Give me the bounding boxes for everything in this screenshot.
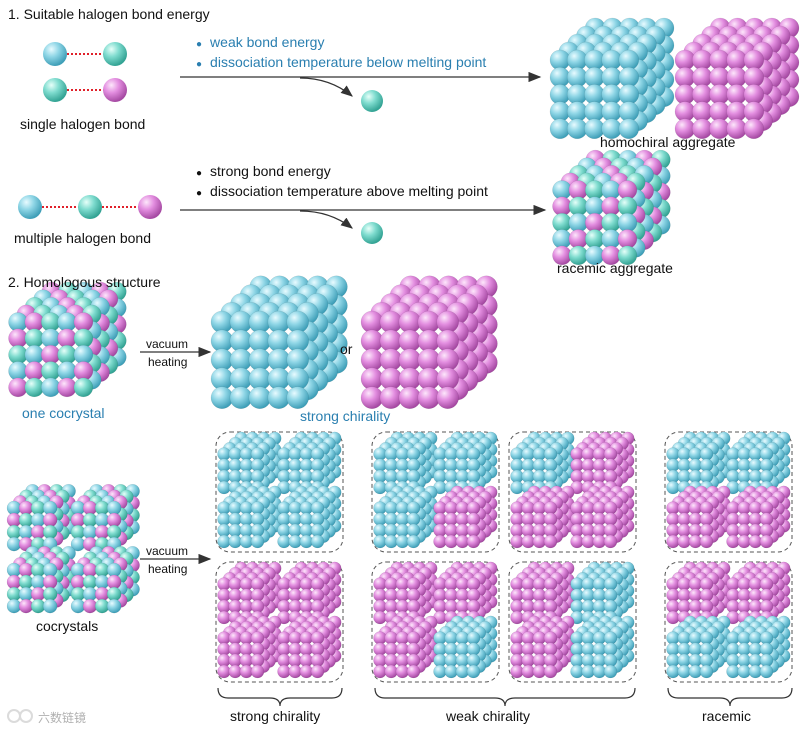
cube-strong-chirality-magenta xyxy=(360,275,498,409)
heating-label-top: heating xyxy=(148,355,188,369)
or-label: or xyxy=(340,341,353,357)
group-6-cube-2 xyxy=(666,485,731,549)
bullet-row2-2: ●dissociation temperature above melting … xyxy=(196,183,488,199)
group-label-strong-chirality: strong chirality xyxy=(230,708,321,724)
sphere-cubes xyxy=(6,17,800,679)
group-0-cube-3 xyxy=(277,485,342,549)
homochiral-aggregate-label: homochiral aggregate xyxy=(600,134,736,150)
vacuum-label-top: vacuum xyxy=(146,337,189,351)
group-5-cube-2 xyxy=(510,615,575,679)
section2-heading: 2. Homologous structure xyxy=(8,274,161,290)
cube-racemic xyxy=(552,149,671,266)
cube-strong-chirality-cyan xyxy=(210,275,348,409)
arrow-row1 xyxy=(180,71,542,112)
cocrystals-label: cocrystals xyxy=(36,618,99,634)
group-6-cube-0 xyxy=(666,431,731,495)
cube-homochiral-magenta xyxy=(674,17,800,140)
group-7-cube-3 xyxy=(726,615,791,679)
group-7-cube-1 xyxy=(726,561,791,625)
watermark-text: 六数链镜 xyxy=(38,711,87,725)
group-1-cube-1 xyxy=(277,561,342,625)
strong-chirality-top-label: strong chirality xyxy=(300,408,391,424)
group-5-cube-1 xyxy=(570,561,635,625)
group-boxes xyxy=(215,431,793,683)
one-cocrystal-label: one cocrystal xyxy=(22,405,105,421)
cube-homochiral-cyan xyxy=(549,17,675,140)
group-4-cube-3 xyxy=(570,485,635,549)
group-4-cube-1 xyxy=(570,431,635,495)
group-5-cube-0 xyxy=(510,561,575,625)
multiple-halogen-bond-label: multiple halogen bond xyxy=(14,230,151,246)
group-3-cube-2 xyxy=(373,615,438,679)
group-7-cube-0 xyxy=(666,561,731,625)
vacuum-label-bottom: vacuum xyxy=(146,544,189,558)
multiple-halogen-bond-diagram xyxy=(18,195,162,219)
group-6-cube-1 xyxy=(726,431,791,495)
cube-cocrystal-1 xyxy=(70,483,140,552)
watermark-logo-icon xyxy=(7,709,33,723)
section1-heading: 1. Suitable halogen bond energy xyxy=(8,6,210,22)
group-3-cube-1 xyxy=(433,561,498,625)
heating-label-bottom: heating xyxy=(148,562,188,576)
group-0-cube-1 xyxy=(277,431,342,495)
group-2-cube-3 xyxy=(433,485,498,549)
group-1-cube-3 xyxy=(277,615,342,679)
group-5-cube-3 xyxy=(570,615,635,679)
group-3-cube-0 xyxy=(373,561,438,625)
cube-cocrystal-2 xyxy=(6,545,76,614)
arrow-row2 xyxy=(180,204,547,244)
group-1-cube-2 xyxy=(217,615,282,679)
single-halogen-bond-label: single halogen bond xyxy=(20,116,146,132)
racemic-aggregate-label: racemic aggregate xyxy=(557,260,673,276)
cube-cocrystal-3 xyxy=(70,545,140,614)
group-2-cube-0 xyxy=(373,431,438,495)
group-4-cube-2 xyxy=(510,485,575,549)
bullet-row2-1: ●strong bond energy xyxy=(196,163,331,179)
group-1-cube-0 xyxy=(217,561,282,625)
group-2-cube-1 xyxy=(433,431,498,495)
single-halogen-bond-diagram xyxy=(43,42,127,102)
group-7-cube-2 xyxy=(666,615,731,679)
bullet-row1-1: ●weak bond energy xyxy=(196,34,325,50)
cube-one-cocrystal xyxy=(8,281,127,398)
cube-cocrystal-0 xyxy=(6,483,76,552)
group-label-weak-chirality: weak chirality xyxy=(446,708,531,724)
group-label-racemic: racemic xyxy=(702,708,752,724)
group-3-cube-3 xyxy=(433,615,498,679)
group-braces xyxy=(217,687,793,707)
group-6-cube-3 xyxy=(726,485,791,549)
group-0-cube-2 xyxy=(217,485,282,549)
group-2-cube-2 xyxy=(373,485,438,549)
group-4-cube-0 xyxy=(510,431,575,495)
group-0-cube-0 xyxy=(217,431,282,495)
bullet-row1-2: ●dissociation temperature below melting … xyxy=(196,54,487,70)
